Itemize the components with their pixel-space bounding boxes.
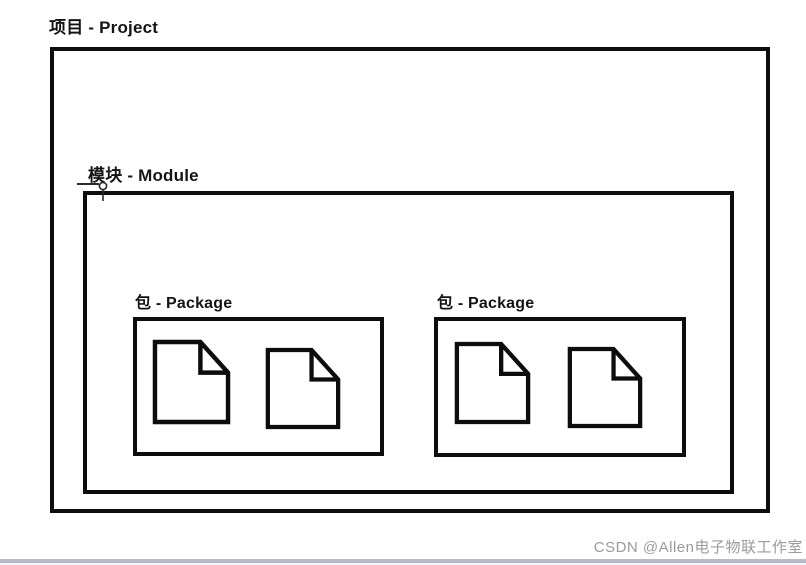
text-insert-cursor-icon (77, 181, 108, 201)
package-label: 包 - Package (437, 295, 535, 312)
document-icon (567, 346, 643, 429)
project-box (50, 47, 770, 513)
module-label: 模块 - Module (88, 166, 199, 185)
csdn-watermark: CSDN @Allen电子物联工作室 (593, 539, 803, 556)
package-box (133, 317, 384, 456)
package-box (434, 317, 686, 457)
window-bottom-edge (0, 559, 806, 563)
document-icon (265, 347, 341, 430)
document-icon (454, 341, 531, 425)
module-box (83, 191, 734, 494)
package-label: 包 - Package (135, 295, 233, 312)
project-label: 项目 - Project (49, 18, 159, 37)
window-bottom-edge-highlight (0, 563, 806, 565)
document-icon (152, 339, 231, 425)
